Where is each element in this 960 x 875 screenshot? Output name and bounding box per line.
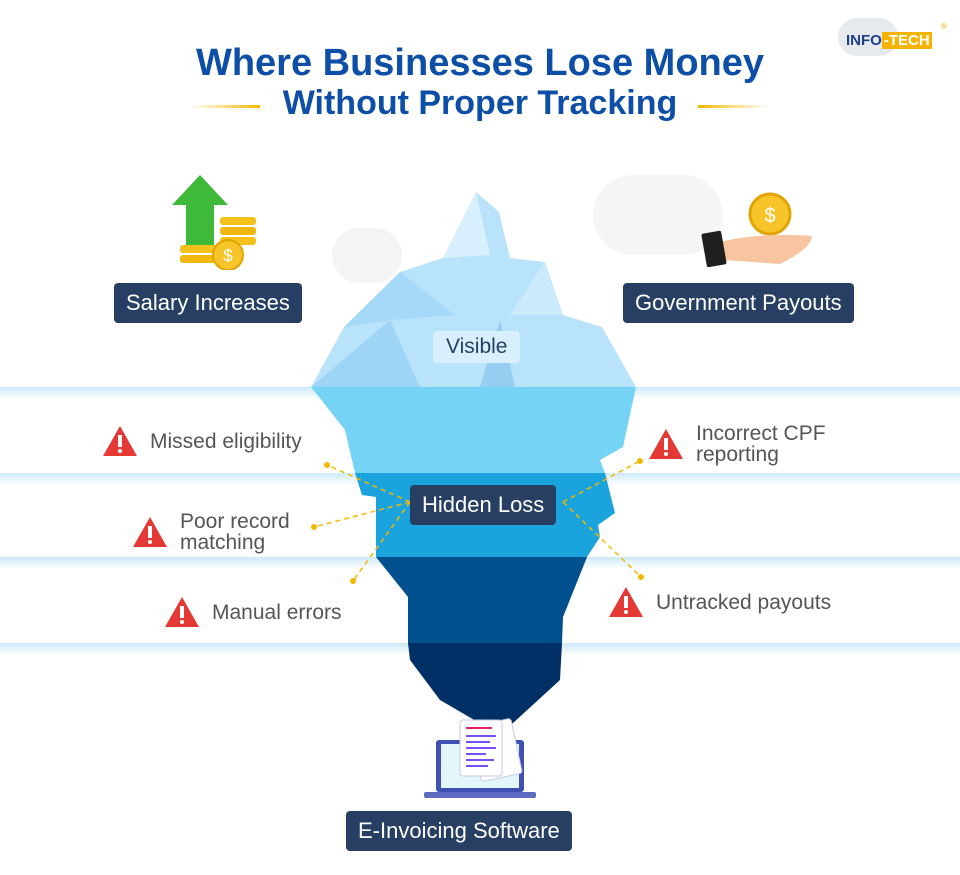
hidden-item: Manual errors <box>164 596 342 628</box>
registered-mark: ® <box>941 22 947 31</box>
hidden-item-text: Untracked payouts <box>656 590 832 614</box>
visible-label: Visible <box>433 331 521 363</box>
hidden-item: Incorrect CPF reporting <box>648 423 826 465</box>
hidden-item: Untracked payouts <box>608 586 831 618</box>
hidden-item: Poor record matching <box>132 511 290 553</box>
hidden-item-text: Poor record matching <box>180 510 290 554</box>
hand-coin-icon: $ <box>701 192 812 268</box>
warning-icon <box>133 517 167 547</box>
svg-text:$: $ <box>223 246 233 265</box>
arrows <box>313 460 642 582</box>
warning-icon <box>165 597 199 627</box>
iceberg-facet <box>344 272 455 327</box>
hidden-item-text: Manual errors <box>212 600 342 624</box>
hidden-item-text: Missed eligibility <box>150 429 302 453</box>
cloud-icon <box>332 228 402 283</box>
title-accent-left <box>190 105 260 108</box>
logo-text-left: INFO <box>846 32 882 49</box>
laptop-invoice-icon <box>424 718 536 798</box>
salary-coins-arrow-icon: $ <box>172 175 256 270</box>
title-line-2: Without Proper Tracking <box>282 84 678 122</box>
title-accent-right <box>698 105 768 108</box>
cloud-icon <box>593 175 723 255</box>
e-invoicing-software-label: E-Invoicing Software <box>346 811 572 851</box>
title-line-1: Where Businesses Lose Money <box>195 42 765 84</box>
warning-icon <box>609 587 643 617</box>
iceberg-layer-4 <box>408 643 562 735</box>
iceberg-layer-3 <box>376 557 587 643</box>
info-tech-logo: INFO-TECH ® <box>838 18 948 58</box>
iceberg-facet <box>311 320 420 387</box>
warning-icon <box>649 429 683 459</box>
iceberg-facet <box>443 192 490 258</box>
logo-text-right: -TECH <box>881 32 932 49</box>
svg-text:$: $ <box>764 205 775 227</box>
hidden-item: Missed eligibility <box>102 425 302 457</box>
warning-icon <box>103 426 137 456</box>
salary-increases-label: Salary Increases <box>114 283 302 323</box>
hidden-loss-label: Hidden Loss <box>410 485 557 525</box>
government-payouts-label: Government Payouts <box>623 283 854 323</box>
iceberg-facet <box>510 262 563 315</box>
iceberg-layer-1 <box>311 387 636 473</box>
hidden-item-text: Incorrect CPF reporting <box>696 422 826 466</box>
